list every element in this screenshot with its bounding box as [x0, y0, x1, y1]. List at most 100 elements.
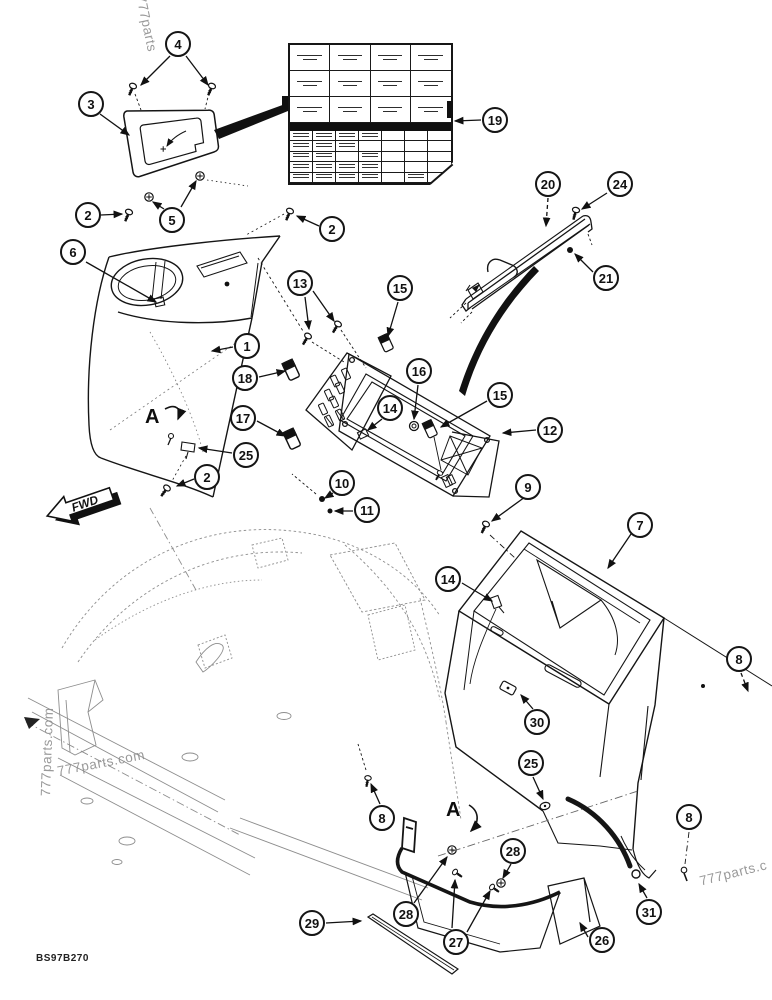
callout-4: 4	[165, 31, 191, 57]
callout-11: 11	[354, 497, 380, 523]
decal-cell	[405, 141, 428, 152]
callout-2: 2	[194, 464, 220, 490]
decal-cell	[313, 151, 336, 163]
callout-5: 5	[159, 207, 185, 233]
callout-19: 19	[482, 107, 508, 133]
decal-cell	[382, 151, 405, 163]
decal-cell	[290, 71, 331, 97]
detail-marker-A: A	[446, 799, 461, 821]
decal-cell	[428, 141, 451, 152]
rocker-cutouts	[318, 367, 351, 428]
callout-10: 10	[329, 470, 355, 496]
decal-cell	[359, 162, 382, 173]
detail-marker-A: A	[145, 406, 160, 428]
callout-21: 21	[593, 265, 619, 291]
decal-cell	[410, 97, 451, 123]
callout-30: 30	[524, 709, 550, 735]
decal-pointer-swoosh	[214, 103, 288, 139]
callout-8: 8	[726, 646, 752, 672]
decal-cell	[290, 131, 313, 142]
callout-13: 13	[287, 270, 313, 296]
callout-26: 26	[589, 927, 615, 953]
decal-cell	[290, 172, 313, 183]
callout-leaders	[85, 55, 749, 938]
callout-8: 8	[369, 805, 395, 831]
decal-edge-mark	[447, 101, 453, 118]
harness-swoosh-upper	[459, 266, 539, 396]
callout-28: 28	[500, 838, 526, 864]
decal-cell	[370, 97, 411, 123]
decal-cell	[313, 172, 336, 183]
decal-cell	[336, 141, 359, 152]
rail-drawing	[449, 205, 593, 324]
instrument-panel-drawing	[257, 257, 500, 514]
decal-cell	[405, 151, 428, 163]
decal-cell	[313, 141, 336, 152]
watermark: 777parts.com	[38, 707, 57, 797]
callout-24: 24	[607, 171, 633, 197]
decal-cell	[382, 131, 405, 142]
callout-3: 3	[78, 91, 104, 117]
callout-25: 25	[518, 750, 544, 776]
decal-cell	[359, 141, 382, 152]
chassis-sketch	[24, 507, 462, 901]
decal-cell	[428, 162, 451, 173]
decal-cell	[359, 151, 382, 163]
callout-8: 8	[676, 804, 702, 830]
decal-cell	[370, 45, 411, 71]
decal-cell	[410, 45, 451, 71]
decal-cell	[382, 141, 405, 152]
decal-black-band	[290, 123, 451, 131]
callout-20: 20	[535, 171, 561, 197]
callout-25: 25	[233, 442, 259, 468]
fwd-arrow: FWD	[45, 486, 122, 526]
callout-2: 2	[319, 216, 345, 242]
decal-cell	[336, 162, 359, 173]
decal-cell	[290, 97, 331, 123]
decal-cell	[382, 172, 405, 183]
lamp-bezel-drawing	[120, 81, 296, 236]
callout-15: 15	[487, 382, 513, 408]
decal-cell	[290, 151, 313, 163]
callout-18: 18	[232, 365, 258, 391]
decal-cell	[330, 97, 371, 123]
callout-14: 14	[435, 566, 461, 592]
callout-31: 31	[636, 899, 662, 925]
decal-cell	[428, 131, 451, 142]
tray-drawing	[357, 743, 690, 975]
decal-cell	[410, 71, 451, 97]
right-console-drawing	[444, 518, 772, 879]
decal-cell	[330, 45, 371, 71]
callout-17: 17	[230, 405, 256, 431]
callout-7: 7	[627, 512, 653, 538]
callout-1: 1	[234, 333, 260, 359]
callout-6: 6	[60, 239, 86, 265]
decal-cell	[336, 172, 359, 183]
drawing-number: BS97B270	[36, 953, 89, 964]
decal-cell	[290, 45, 331, 71]
callout-27: 27	[443, 929, 469, 955]
decal-cell	[290, 162, 313, 173]
decal-cell	[428, 152, 451, 163]
decal-cell	[405, 131, 428, 142]
callout-9: 9	[515, 474, 541, 500]
decal-cell	[359, 131, 382, 142]
decal-cell	[359, 172, 382, 183]
decal-cell	[313, 131, 336, 142]
callout-29: 29	[299, 910, 325, 936]
fuse-relay-decal	[288, 43, 453, 185]
left-console-drawing	[87, 235, 281, 500]
callout-2: 2	[75, 202, 101, 228]
callout-16: 16	[406, 358, 432, 384]
decal-cell	[405, 162, 428, 173]
decal-cell	[290, 141, 313, 152]
callout-14: 14	[377, 395, 403, 421]
decal-cell	[382, 162, 405, 173]
decal-cell	[370, 71, 411, 97]
callout-15: 15	[387, 275, 413, 301]
decal-cell	[405, 172, 428, 183]
decal-cell	[330, 71, 371, 97]
callout-12: 12	[537, 417, 563, 443]
decal-cell	[336, 131, 359, 142]
